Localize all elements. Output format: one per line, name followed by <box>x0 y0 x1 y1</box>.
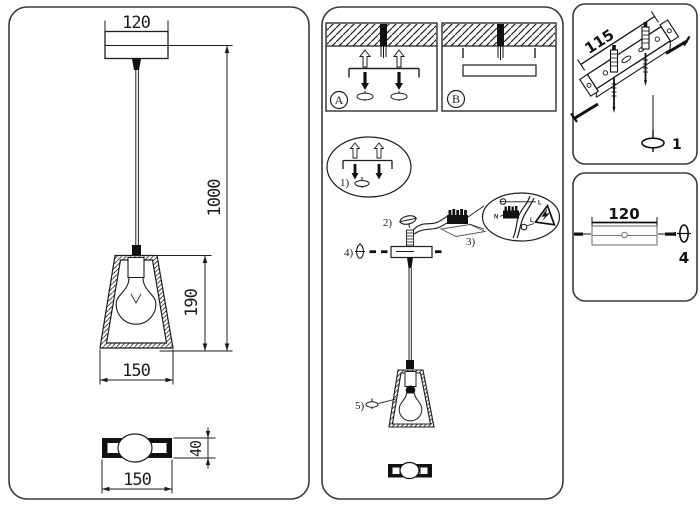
panel-border <box>572 3 698 165</box>
dim-shade-height: 190 <box>182 288 202 316</box>
tilted-bracket: 115 <box>577 11 680 98</box>
canopy-detail-panel: 120 4 <box>572 172 698 302</box>
step5-label: 5) <box>355 400 365 412</box>
screw-icon <box>399 215 417 228</box>
dim-shade-height-lines <box>156 255 212 352</box>
dim-base-height: 40 <box>187 440 205 457</box>
screw-icon <box>354 177 370 188</box>
wire <box>516 197 535 239</box>
wall-anchor-icon <box>373 142 385 159</box>
step1-label: 1) <box>340 177 350 189</box>
wall-anchor-icon <box>358 49 372 68</box>
dim-canopy-length: 120 <box>608 205 639 223</box>
bulb-icon <box>398 392 423 422</box>
step2-label: 2) <box>383 217 393 229</box>
high-voltage-warning-icon <box>534 203 556 226</box>
wall-anchor-3d <box>609 45 619 73</box>
flange-screw <box>665 35 691 55</box>
screw-arrow-icon <box>390 72 408 101</box>
shade-top-view <box>102 433 172 463</box>
wall-anchor-3d <box>641 22 650 50</box>
panel-border <box>8 6 310 500</box>
side-screw <box>435 250 442 254</box>
dim-base-width: 150 <box>123 470 151 490</box>
screw-icon <box>677 224 691 243</box>
panel-border <box>321 6 564 500</box>
dimension-drawing-panel: 120 1000 190 <box>8 6 310 500</box>
step1-balloon: 1) <box>326 136 412 198</box>
canopy-front-view <box>104 30 169 60</box>
mounting-option-b: B <box>441 22 557 112</box>
canopy-plate-front <box>591 225 658 246</box>
bulb-filament <box>130 293 142 304</box>
terminal-block <box>439 209 487 237</box>
wire <box>412 214 451 231</box>
canopy-plate <box>381 245 442 259</box>
wall-anchor-icon <box>349 142 361 159</box>
installation-steps-panel: A B 1) <box>321 6 564 500</box>
dim-shade-width: 150 <box>122 361 150 381</box>
side-screw <box>381 250 388 254</box>
step3-label: 3) <box>466 236 476 248</box>
terminal-block-mini <box>503 210 519 219</box>
cable-grip <box>132 59 141 70</box>
bracket-detail-panel: 115 <box>570 3 698 165</box>
option-a-badge <box>329 90 349 110</box>
mounting-screw <box>643 53 648 86</box>
suspension-cable <box>135 69 139 247</box>
wire-live-label: L <box>530 218 534 224</box>
screw-arrow-icon <box>356 72 374 101</box>
step4-label: 4) <box>344 247 354 259</box>
dim-cable-length: 1000 <box>205 179 225 217</box>
screw-head-icon <box>520 223 528 231</box>
ceiling-wires <box>380 24 387 46</box>
dim-cable-length-lines <box>159 45 233 352</box>
dim-canopy-width: 120 <box>122 13 150 33</box>
mounting-screw <box>611 78 617 113</box>
flange-screw <box>570 102 599 123</box>
bracket-qty: 1 <box>672 137 682 153</box>
wire-neutral-label: N <box>494 215 498 221</box>
wire-live-label: L <box>538 201 542 207</box>
side-screw <box>574 232 583 236</box>
ceiling-wires <box>497 24 504 46</box>
shade-grip <box>132 245 141 256</box>
mounting-bracket <box>348 67 420 78</box>
option-b-badge <box>446 89 466 109</box>
suspension-cable <box>408 268 412 360</box>
cable-grip <box>407 257 413 268</box>
mounting-option-a: A <box>325 22 438 112</box>
side-screw <box>369 250 376 254</box>
bulb-socket <box>127 256 145 279</box>
lamp-shade-small <box>388 369 435 428</box>
shade-grip <box>406 360 414 369</box>
wiring-callout: L N L <box>481 192 561 242</box>
option-a-label: A <box>335 93 344 107</box>
bulb-icon <box>115 276 157 325</box>
shade-top-view-small <box>388 461 432 480</box>
screw-icon <box>641 95 665 152</box>
canopy-screw-qty: 4 <box>679 249 689 267</box>
screw-icon <box>355 243 365 259</box>
option-b-label: B <box>452 92 460 106</box>
dim-shade-width-lines <box>99 349 174 385</box>
canopy-plate <box>462 64 537 77</box>
bulb-base <box>405 385 416 395</box>
panel-border <box>572 172 698 302</box>
threaded-rod <box>406 229 414 248</box>
wall-anchor-icon <box>392 49 406 68</box>
mounting-bracket <box>342 159 393 169</box>
screw-icon <box>365 398 379 409</box>
dim-base-width-lines <box>101 459 173 494</box>
